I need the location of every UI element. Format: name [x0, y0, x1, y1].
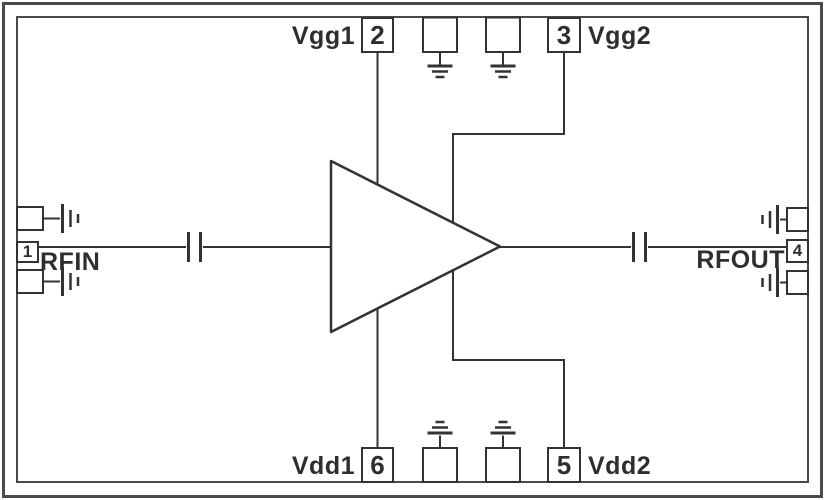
pin-label-rfout: RFOUT — [696, 246, 785, 274]
vgg2-trace — [452, 52, 565, 224]
pin-box-5 — [547, 447, 581, 483]
input-bypass-pad-upper — [16, 204, 80, 233]
amplifier-icon — [329, 159, 502, 334]
ground-icon — [490, 420, 516, 435]
pin-label-rfin: RFIN — [40, 248, 101, 276]
ground-icon — [427, 64, 453, 79]
output-bypass-pad-upper — [761, 205, 809, 234]
bypass-capacitor-icon — [61, 204, 80, 233]
pin-number-6: 6 — [370, 450, 385, 480]
pin-number-2: 2 — [370, 20, 385, 50]
pin-box-3 — [547, 17, 581, 53]
input-bypass-pad-lower — [16, 267, 80, 296]
ground-icon — [427, 420, 453, 435]
pin-number-5: 5 — [556, 450, 572, 480]
bypass-capacitor-icon — [761, 268, 779, 297]
output-dc-block-capacitor-icon — [632, 232, 647, 262]
input-dc-block-capacitor-icon — [187, 232, 202, 262]
ground-pad-top-left — [422, 16, 458, 79]
pin-label-vgg2: Vgg2 — [588, 22, 652, 50]
pin-label-vdd1: Vdd1 — [291, 452, 355, 480]
pin-box-6 — [361, 447, 394, 483]
pin-label-vgg1: Vgg1 — [291, 22, 355, 50]
output-bypass-pad-lower — [761, 268, 809, 297]
pin-number-3: 3 — [556, 20, 572, 50]
bypass-capacitor-icon — [61, 267, 80, 296]
pin-box-1 — [16, 241, 39, 263]
vdd2-trace — [452, 269, 565, 448]
ground-pad-bottom-left — [422, 420, 458, 483]
ground-pad-top-right — [485, 16, 521, 79]
ground-pad-bottom-right — [485, 420, 521, 483]
pin-box-2 — [361, 17, 394, 53]
bypass-capacitor-icon — [761, 205, 779, 234]
pin-label-vdd2: Vdd2 — [588, 452, 652, 480]
pin-number-4: 4 — [792, 241, 803, 260]
pin-number-1: 1 — [22, 242, 33, 261]
ground-icon — [490, 64, 516, 79]
pin-box-4 — [786, 239, 809, 263]
